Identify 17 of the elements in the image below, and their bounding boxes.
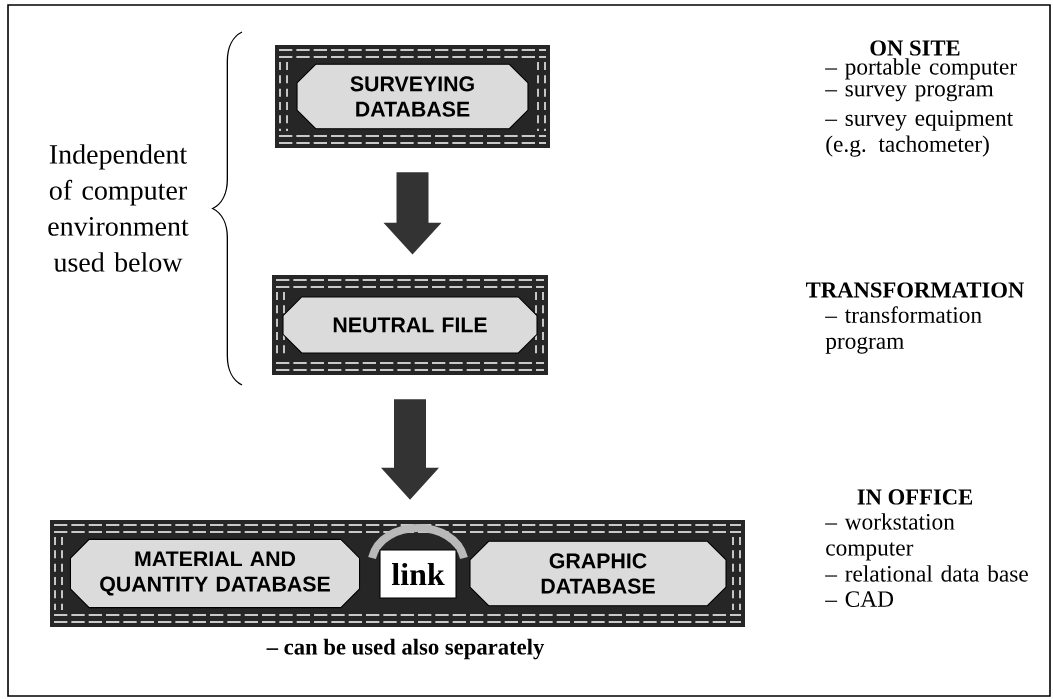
link-box: link — [368, 524, 468, 599]
section-heading: TRANSFORMATION — [806, 282, 1025, 298]
section-heading: IN OFFICE — [857, 489, 973, 505]
database-panel: MATERIAL AND QUANTITY DATABASE — [69, 538, 361, 609]
side-note: Independent of computer environment used below — [48, 144, 189, 272]
list-item: – workstation computer — [825, 513, 955, 561]
list-item: – CAD — [825, 591, 894, 607]
list-item: – relational data base — [825, 565, 1028, 582]
caption-text: – can be used also separately — [266, 638, 545, 660]
database-panel: GRAPHIC DATABASE — [469, 540, 727, 607]
brick-box: NEUTRAL FILE — [272, 275, 548, 375]
list-item: – transformation program — [825, 306, 982, 354]
list-item: – survey equipment (e.g. tachometer) — [825, 110, 1014, 157]
list-item: – survey program — [825, 84, 994, 102]
list-item: – portable computer — [825, 58, 1017, 80]
section-heading: ON SITE — [870, 40, 960, 56]
brick-box: SURVEYING DATABASE — [275, 45, 550, 148]
